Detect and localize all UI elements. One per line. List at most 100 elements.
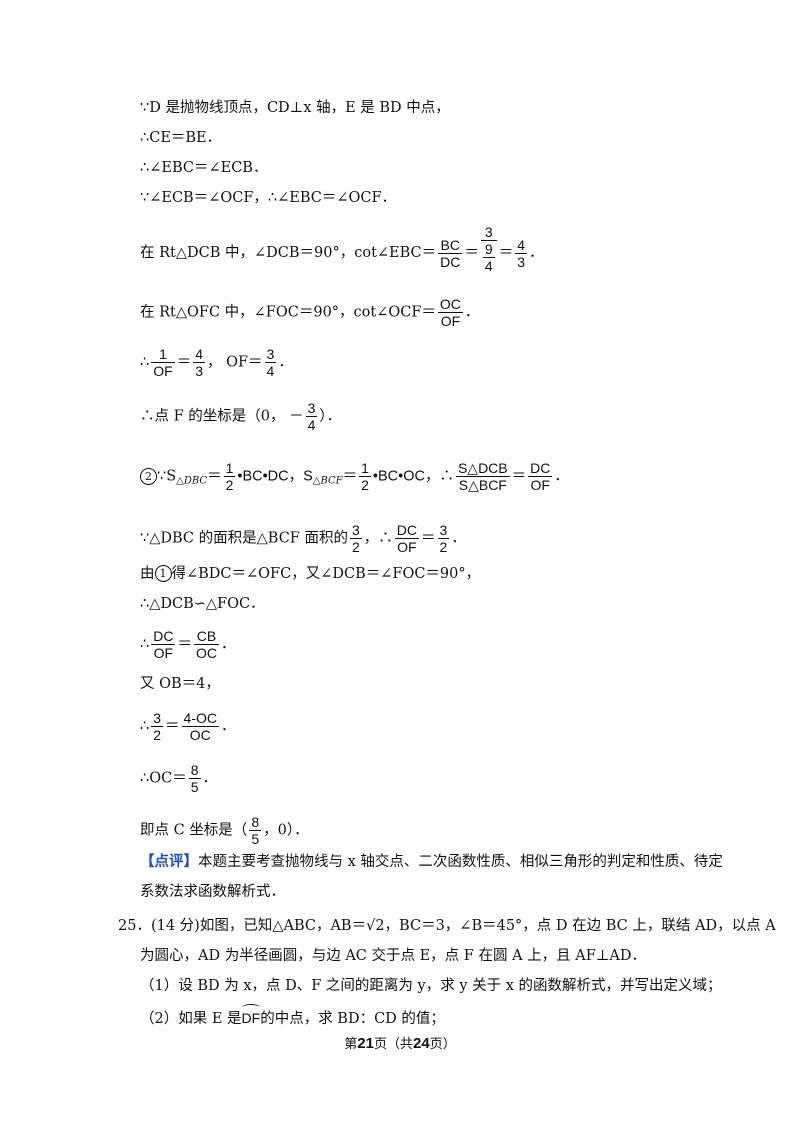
- line-10-text: ∵△DBC 的面积是△BCF 面积的: [140, 530, 348, 547]
- equals: ＝: [511, 468, 527, 485]
- denominator: OC: [189, 727, 211, 743]
- text: ∴OC＝: [140, 770, 187, 787]
- denominator: S△BCF: [458, 477, 507, 493]
- equals: ＝: [342, 468, 358, 485]
- numerator: BC: [438, 237, 463, 254]
- equals: ＝: [464, 245, 479, 261]
- line-6-text: 在 Rt△OFC 中，∠FOC＝90°，cot∠OCF＝: [140, 304, 436, 321]
- denominator: 5: [190, 779, 199, 795]
- period: ．: [451, 530, 466, 547]
- question-25-line-4: （2）如果 E 是DF的中点，求 BD：CD 的值；: [140, 1004, 445, 1029]
- text: 由: [140, 566, 155, 582]
- line-14: 又 OB＝4，: [140, 676, 220, 692]
- page-footer: 第21页（共24页）: [0, 1033, 800, 1052]
- period: ．: [220, 636, 236, 653]
- footer-text: 页（共: [373, 1037, 413, 1052]
- page-number: 21: [357, 1035, 374, 1052]
- text: 得∠BDC＝∠OFC，又∠DCB＝∠FOC＝90°，: [171, 566, 481, 582]
- numerator: DC: [528, 460, 553, 477]
- comment-line-1: 【点评】本题主要考查抛物线与 x 轴交点、二次函数性质、相似三角形的判定和性质、…: [140, 852, 723, 872]
- period: ．: [220, 718, 236, 735]
- denominator: 3: [195, 363, 203, 379]
- denominator: 4: [307, 417, 316, 433]
- numerator: 3: [437, 522, 450, 539]
- denominator: OF: [153, 363, 173, 379]
- denominator: OC: [195, 645, 217, 661]
- numerator: 3: [349, 522, 362, 539]
- denominator: 4: [484, 258, 493, 274]
- question-25-line-2: 为圆心，AD 为半径画圆，与边 AC 交于点 E，点 F 在圆 A 上，且 AF…: [140, 948, 647, 964]
- numerator: 1: [151, 346, 175, 363]
- line-12: ∴△DCB∽△FOC．: [140, 596, 265, 612]
- footer-text: 第: [344, 1037, 358, 1052]
- numerator: 4: [193, 346, 205, 363]
- period: ．: [554, 468, 569, 485]
- line-3: ∴∠EBC＝∠ECB．: [140, 160, 268, 176]
- equals: ＝: [207, 468, 222, 485]
- numerator: 4: [515, 236, 527, 254]
- question-25-line-3: （1）设 BD 为 x，点 D、F 之间的距离为 y，求 y 关于 x 的函数解…: [140, 978, 722, 994]
- line-2: ∴CE＝BE．: [140, 130, 222, 146]
- denominator: 3: [517, 253, 525, 270]
- denominator: 2: [439, 539, 448, 555]
- numerator: 1: [223, 460, 236, 477]
- numerator: 8: [188, 762, 201, 779]
- text: 的中点，求 BD：CD 的值；: [260, 1011, 445, 1027]
- text: •BC•OC，∴: [372, 468, 454, 485]
- equals: ＝: [165, 718, 180, 735]
- numerator: DC: [151, 628, 176, 645]
- denominator: OF: [153, 645, 174, 661]
- numerator: 8: [249, 814, 262, 831]
- numerator: OC: [437, 296, 463, 313]
- comment-text: 本题主要考查抛物线与 x 轴交点、二次函数性质、相似三角形的判定和性质、待定: [198, 854, 723, 870]
- denominator: 2: [153, 727, 162, 743]
- comment-line-2: 系数法求函数解析式．: [140, 884, 285, 900]
- equals: ＝: [498, 245, 514, 261]
- period: ．: [278, 354, 293, 371]
- text: ∵S: [157, 468, 177, 485]
- arc-df: DF: [241, 1004, 260, 1028]
- period: ．: [464, 304, 480, 321]
- equals: ＝: [176, 354, 192, 371]
- text: •BC•DC，S: [237, 468, 313, 485]
- therefore: ∴: [140, 718, 150, 735]
- denominator: 5: [251, 831, 260, 847]
- line-8-text: ∴点 F 的坐标是（0， －: [140, 408, 304, 425]
- numerator: CB: [193, 628, 219, 645]
- equals: ＝: [421, 530, 436, 547]
- question-25-line-1: 25．(14 分)如图，已知△ABC，AB＝√2，BC＝3，∠B＝45°，点 D…: [118, 918, 776, 934]
- line-5-text: 在 Rt△DCB 中，∠DCB＝90°，cot∠EBC＝: [140, 245, 437, 261]
- numerator: DC: [394, 522, 420, 539]
- denominator: 2: [361, 477, 369, 493]
- line-10-mid: ，∴: [363, 530, 393, 547]
- therefore: ∴: [140, 354, 150, 371]
- footer-text: 页）: [429, 1037, 456, 1052]
- text: （2）如果 E 是: [140, 1011, 242, 1027]
